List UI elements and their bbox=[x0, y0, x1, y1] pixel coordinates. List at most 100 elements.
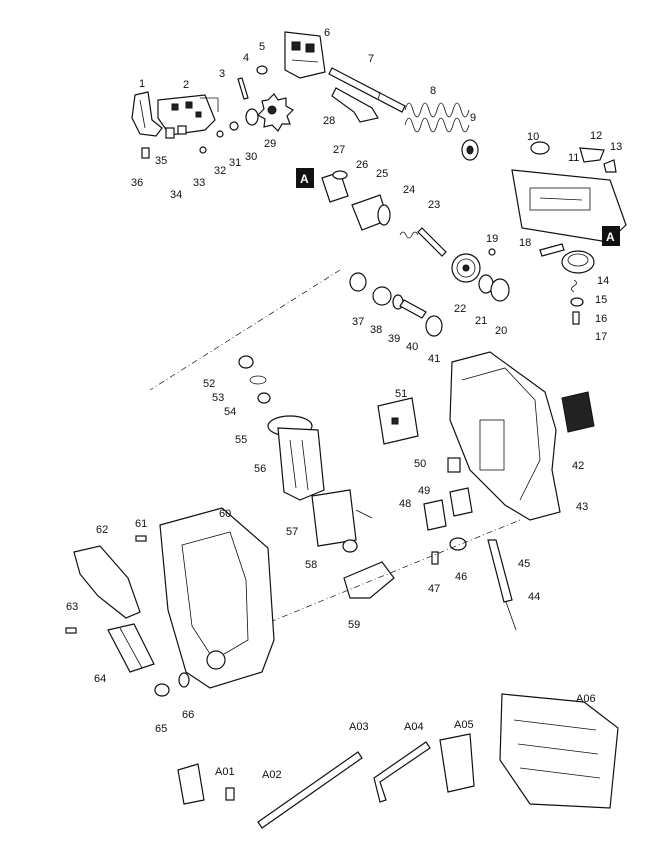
label-3: 3 bbox=[219, 68, 225, 80]
part-32-screw bbox=[216, 130, 224, 138]
part-36-screw bbox=[141, 147, 150, 159]
part-58-bearing bbox=[342, 539, 358, 553]
label-A06: A06 bbox=[576, 693, 596, 705]
label-16: 16 bbox=[595, 313, 607, 325]
part-53-ring bbox=[249, 375, 267, 385]
part-44-cord bbox=[505, 601, 517, 631]
label-31: 31 bbox=[229, 157, 241, 169]
label-55: 55 bbox=[235, 434, 247, 446]
label-64: 64 bbox=[94, 673, 106, 685]
label-36: 36 bbox=[131, 177, 143, 189]
label-22: 22 bbox=[454, 303, 466, 315]
part-13-spring-clip bbox=[603, 159, 617, 173]
label-45: 45 bbox=[518, 558, 530, 570]
axis-line-2 bbox=[269, 519, 521, 623]
label-43: 43 bbox=[576, 501, 588, 513]
label-2: 2 bbox=[183, 79, 189, 91]
part-57-stator bbox=[311, 489, 373, 547]
label-42: 42 bbox=[572, 460, 584, 472]
label-11: 11 bbox=[568, 152, 579, 164]
part-labels: 1 2 3 4 5 6 7 8 9 10 11 12 13 14 15 16 1… bbox=[66, 27, 622, 781]
label-29: 29 bbox=[264, 138, 276, 150]
label-50: 50 bbox=[414, 458, 426, 470]
label-32: 32 bbox=[214, 165, 226, 177]
part-56-armature bbox=[277, 427, 325, 501]
label-8: 8 bbox=[430, 85, 436, 97]
label-48: 48 bbox=[399, 498, 411, 510]
label-A01: A01 bbox=[215, 766, 235, 778]
label-19: 19 bbox=[486, 233, 498, 245]
part-19-pin bbox=[488, 248, 496, 256]
part-66-screw bbox=[178, 672, 190, 688]
part-41-bushing bbox=[425, 315, 443, 337]
label-47: 47 bbox=[428, 583, 440, 595]
part-7-plunger-rod bbox=[328, 67, 406, 113]
part-51-switch bbox=[377, 397, 419, 445]
label-13: 13 bbox=[610, 141, 622, 153]
label-37: 37 bbox=[352, 316, 364, 328]
svg-text:A: A bbox=[606, 230, 615, 244]
part-9-washer bbox=[461, 139, 479, 161]
part-1-bracket bbox=[131, 91, 163, 137]
part-49-brush-holder bbox=[449, 487, 473, 517]
label-A03: A03 bbox=[349, 721, 369, 733]
label-53: 53 bbox=[212, 392, 224, 404]
label-24: 24 bbox=[403, 184, 415, 196]
label-A05: A05 bbox=[454, 719, 474, 731]
label-7: 7 bbox=[368, 53, 374, 65]
label-17: 17 bbox=[595, 331, 607, 343]
part-38-gear bbox=[372, 286, 392, 306]
part-14-dial bbox=[561, 250, 595, 274]
label-60: 60 bbox=[219, 508, 231, 520]
label-4: 4 bbox=[243, 52, 249, 64]
part-10-knob bbox=[530, 141, 550, 155]
part-46-clamp bbox=[449, 537, 467, 551]
part-27-bearing bbox=[321, 170, 349, 203]
label-39: 39 bbox=[388, 333, 400, 345]
label-23: 23 bbox=[428, 199, 440, 211]
part-A03-screwdriver-bit bbox=[257, 751, 363, 829]
label-15: 15 bbox=[595, 294, 607, 306]
part-40-spindle bbox=[399, 299, 427, 319]
part-25-clutch bbox=[351, 194, 391, 231]
part-17-screw bbox=[572, 311, 580, 325]
label-65: 65 bbox=[155, 723, 167, 735]
part-31-screw bbox=[229, 121, 239, 131]
part-23-shaft bbox=[417, 227, 447, 257]
label-25: 25 bbox=[376, 168, 388, 180]
label-44: 44 bbox=[528, 591, 540, 603]
label-57: 57 bbox=[286, 526, 298, 538]
part-64-grip bbox=[107, 623, 155, 673]
label-34: 34 bbox=[170, 189, 182, 201]
part-16-washer bbox=[570, 297, 584, 307]
part-A05-adapter bbox=[439, 733, 475, 793]
part-59-switch-assy bbox=[343, 561, 395, 599]
label-A04: A04 bbox=[404, 721, 424, 733]
label-33: 33 bbox=[193, 177, 205, 189]
label-66: 66 bbox=[182, 709, 194, 721]
section-marker-left: A bbox=[296, 168, 314, 188]
part-3-pin bbox=[237, 77, 249, 100]
label-40: 40 bbox=[406, 341, 418, 353]
part-50-brush bbox=[447, 457, 461, 473]
part-22-gear bbox=[451, 253, 481, 283]
label-49: 49 bbox=[418, 485, 430, 497]
part-20-bushing bbox=[490, 278, 510, 302]
label-52: 52 bbox=[203, 378, 215, 390]
part-60-housing-half bbox=[159, 507, 275, 689]
part-30-washer bbox=[245, 108, 259, 126]
label-10: 10 bbox=[527, 131, 539, 143]
part-47-screw bbox=[431, 551, 439, 565]
part-52-nut bbox=[238, 355, 254, 369]
part-A04-hex-wrench bbox=[373, 741, 431, 803]
label-20: 20 bbox=[495, 325, 507, 337]
part-54-bearing bbox=[257, 392, 271, 404]
label-61: 61 bbox=[135, 518, 147, 530]
part-42-label-plate bbox=[561, 391, 595, 433]
label-12: 12 bbox=[590, 130, 602, 142]
label-41: 41 bbox=[428, 353, 440, 365]
label-56: 56 bbox=[254, 463, 266, 475]
svg-text:A: A bbox=[300, 172, 309, 186]
label-21: 21 bbox=[475, 315, 487, 327]
section-marker-right: A bbox=[602, 226, 620, 246]
